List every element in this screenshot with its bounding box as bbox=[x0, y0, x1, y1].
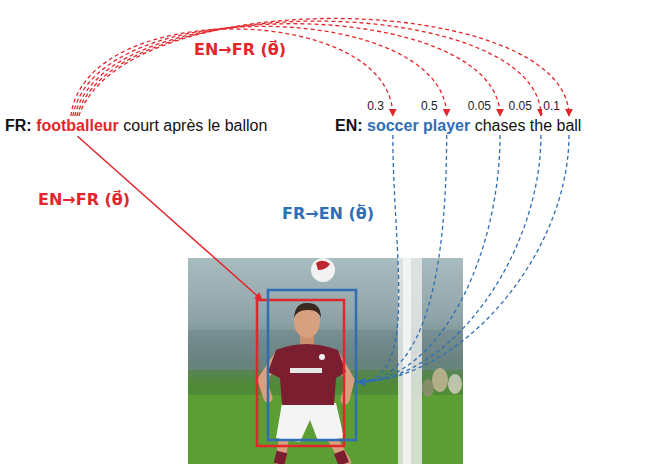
weight-holder: 0.3 bbox=[366, 96, 385, 114]
photo-scene bbox=[188, 258, 463, 464]
label-holder: FR→EN (θ⃖) bbox=[280, 204, 376, 223]
spectator bbox=[432, 368, 448, 392]
grounding-arrow bbox=[358, 135, 569, 382]
weight-holder: 0.5 bbox=[420, 96, 439, 114]
attention-weight: 0.05 bbox=[508, 99, 533, 113]
language-tag: FR: bbox=[5, 116, 32, 135]
spectator bbox=[448, 374, 462, 394]
model-direction-label: EN→FR (θ⃗) bbox=[192, 40, 288, 59]
attention-weight: 0.05 bbox=[467, 99, 492, 113]
attention-arrow bbox=[71, 29, 393, 116]
player-shirt bbox=[268, 344, 346, 405]
attention-arrow bbox=[73, 26, 447, 116]
grounding-arrow bbox=[358, 135, 541, 382]
player-sock bbox=[279, 452, 282, 464]
model-direction-label: FR→EN (θ⃖) bbox=[280, 204, 376, 223]
shirt-crest bbox=[319, 354, 325, 360]
player-hair bbox=[294, 303, 321, 318]
grounding-arrow bbox=[358, 135, 399, 382]
grounding-arrow bbox=[358, 135, 500, 382]
language-tag: EN: bbox=[335, 116, 363, 135]
source-word: footballeur bbox=[36, 116, 119, 135]
label-holder: EN→FR (θ⃗) bbox=[192, 40, 288, 59]
goal-post-highlight bbox=[403, 258, 411, 464]
target-phrase: soccer player bbox=[367, 116, 470, 135]
attention-arrow bbox=[77, 21, 541, 116]
target-region-box bbox=[268, 290, 356, 440]
model-direction-label: EN→FR (θ⃗) bbox=[36, 190, 132, 209]
shirt-sponsor bbox=[290, 368, 322, 373]
weight-holder: 0.05 bbox=[467, 96, 492, 114]
grounding-arrow bbox=[358, 135, 447, 382]
ball bbox=[311, 258, 335, 282]
player-sock bbox=[339, 452, 344, 464]
source-region-box bbox=[257, 300, 344, 446]
french-sentence: FR:footballeurcourt après le ballon bbox=[5, 116, 267, 135]
weight-holder: 0.1 bbox=[542, 96, 561, 114]
photo-background bbox=[188, 258, 463, 464]
ball-patch bbox=[316, 261, 330, 270]
label-holder: EN→FR (θ⃗) bbox=[36, 190, 132, 209]
english-sentence: EN:soccer player chases the ball bbox=[335, 116, 581, 135]
attention-weight: 0.5 bbox=[420, 99, 439, 113]
sentence-text: chases the ball bbox=[475, 116, 582, 135]
grounding-arrow bbox=[77, 136, 262, 300]
sentence-text: court après le ballon bbox=[123, 116, 267, 135]
attention-weight: 0.3 bbox=[366, 99, 385, 113]
attention-arrow bbox=[79, 18, 569, 116]
weight-holder: 0.05 bbox=[508, 96, 533, 114]
player-shorts bbox=[276, 403, 344, 442]
attention-weight: 0.1 bbox=[542, 99, 561, 113]
spectator bbox=[422, 379, 434, 397]
attention-arrow bbox=[75, 24, 500, 116]
